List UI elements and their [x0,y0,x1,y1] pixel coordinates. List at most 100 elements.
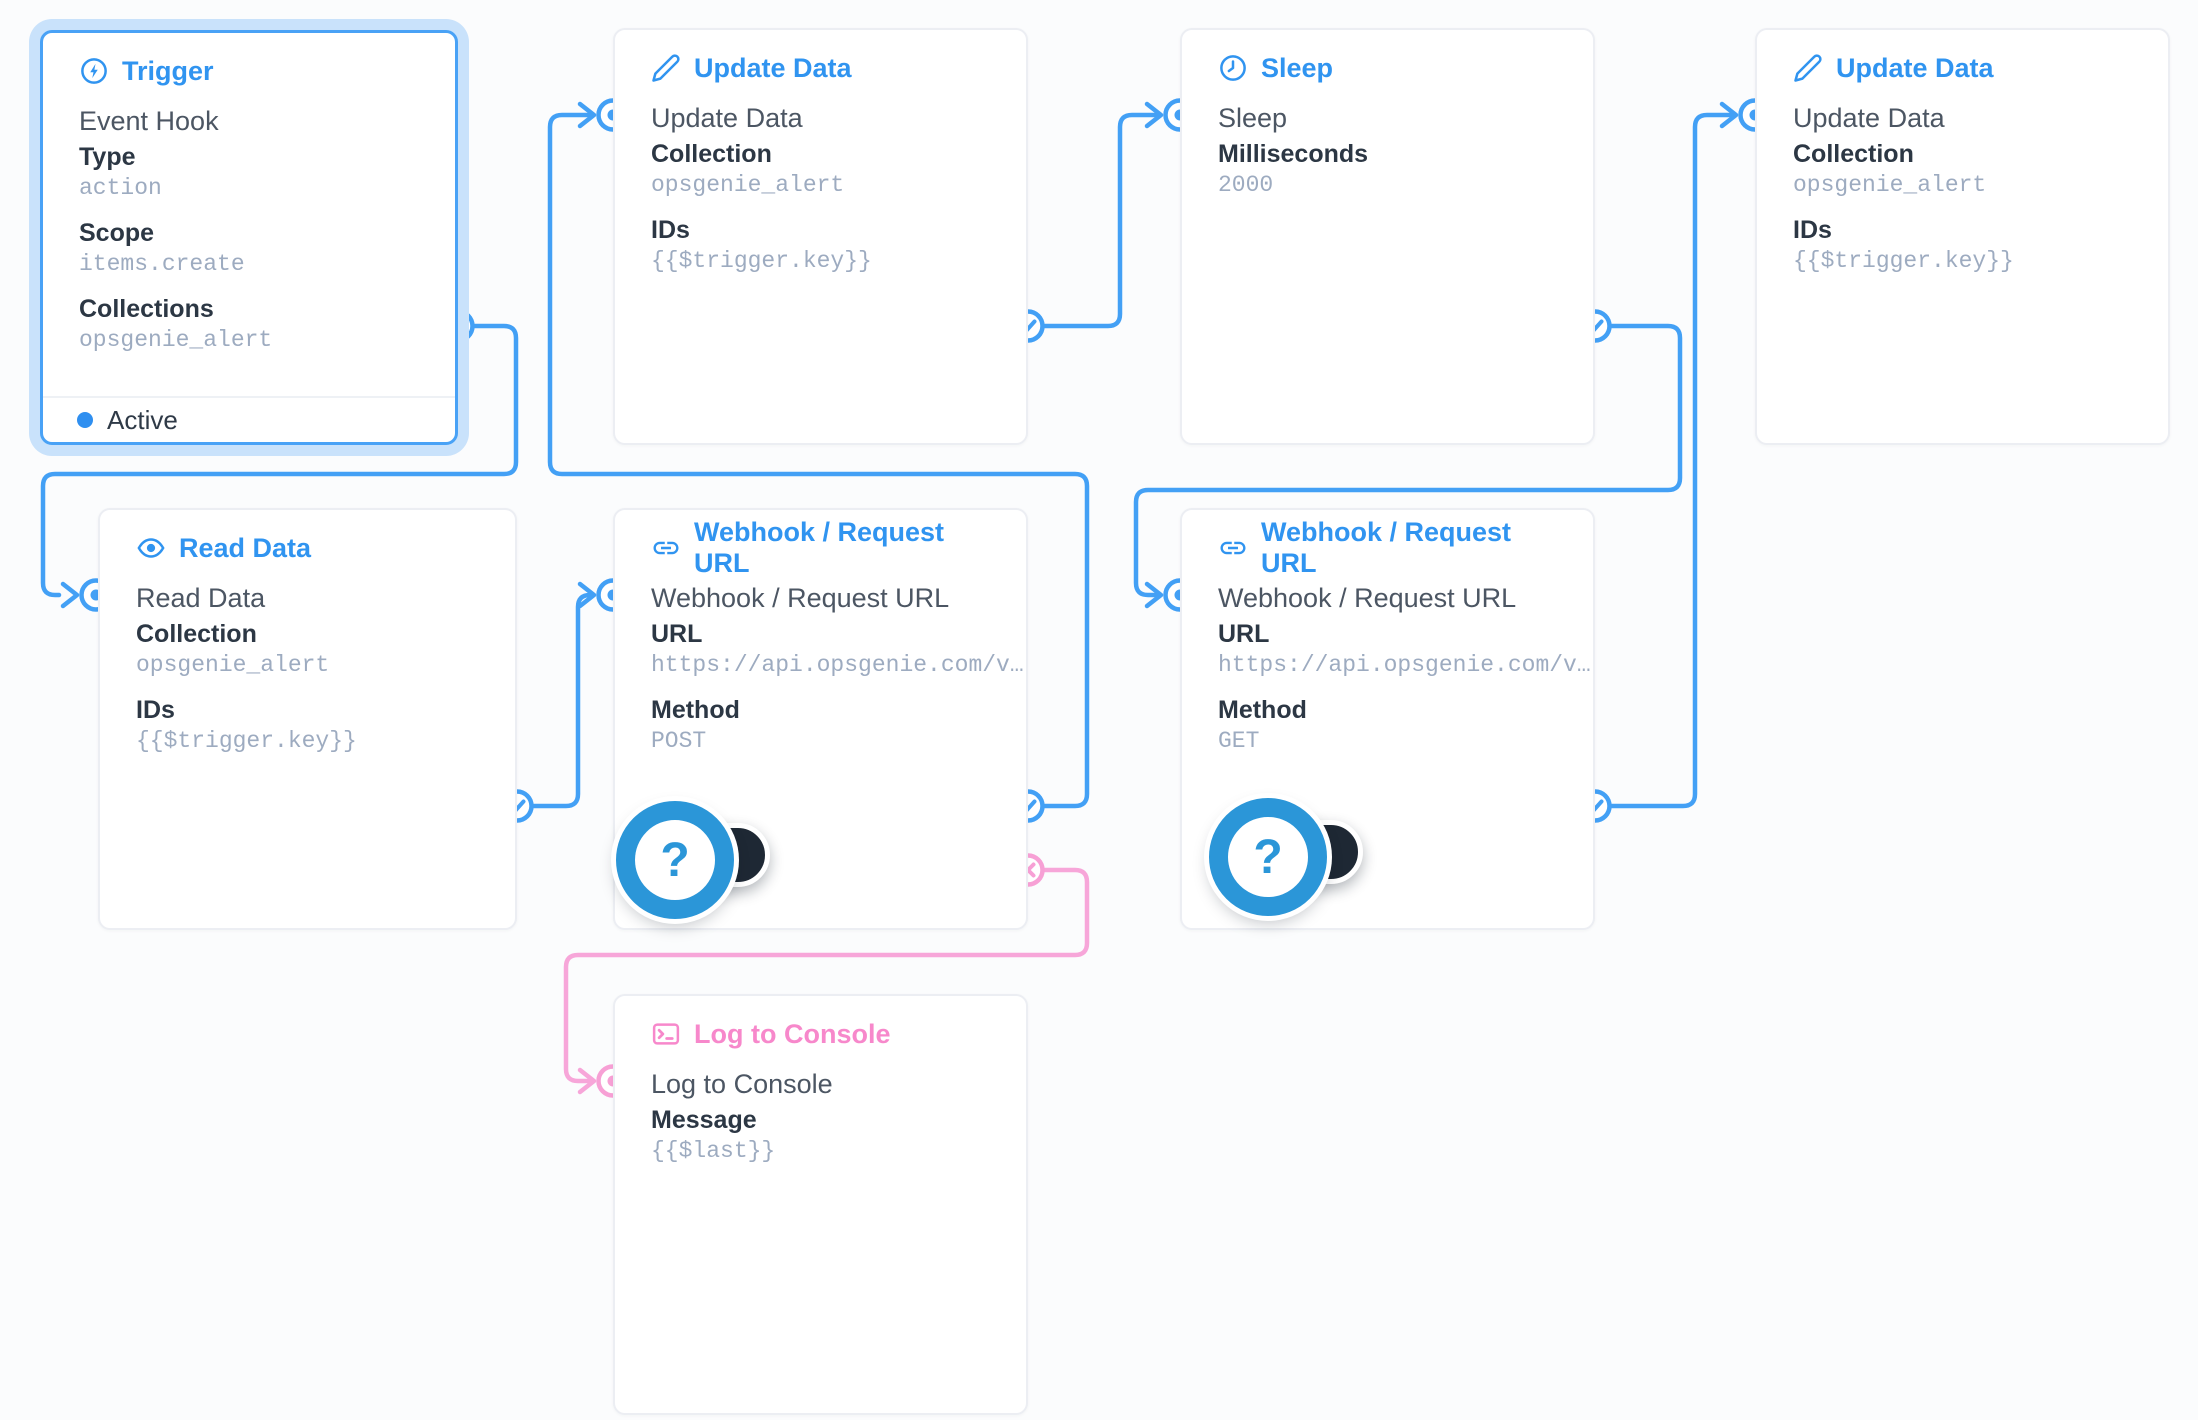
operation-count-badge-2[interactable]: 2 ? [1209,798,1363,916]
field-value: {{$trigger.key}} [1793,248,2014,274]
node-title-row: Sleep [1218,50,1557,86]
field-value: opsgenie_alert [1793,172,1987,198]
zap-circle-icon [79,56,109,86]
node-read-data[interactable]: Read Data Read Data Collection opsgenie_… [98,508,517,930]
field-label: IDs [136,696,175,724]
edge-arrowhead [1144,581,1164,609]
operation-count-badge-1[interactable]: 1 ? [616,801,770,919]
field: Scope items.create [79,217,419,280]
field: Message {{$last}} [651,1104,990,1167]
eye-icon [136,533,166,563]
field-label: Scope [79,219,155,247]
link-icon [651,533,681,563]
node-title: Update Data [1836,52,1994,83]
field-label: Milliseconds [1218,140,1369,168]
edge-arrowhead [577,581,597,609]
node-title-row: Trigger [79,53,419,89]
field: Milliseconds 2000 [1218,138,1557,201]
node-update-data-1[interactable]: Update Data Update Data Collection opsge… [613,28,1028,445]
trigger-status-row: Active [43,396,455,442]
field-label: Collection [651,140,772,168]
node-title: Webhook / Request URL [694,517,945,578]
node-title-row: Log to Console [651,1016,990,1052]
node-title-row: Webhook / Request URL [651,517,990,578]
field-value: opsgenie_alert [136,652,330,678]
node-name: Event Hook [79,106,219,136]
pencil-icon [1793,53,1823,83]
field-value: https://api.opsgenie.com/v… [1218,652,1591,678]
field-value: https://api.opsgenie.com/v… [651,652,1024,678]
edge-arrowhead [60,581,80,609]
node-title: Trigger [122,55,214,86]
node-name: Read Data [136,583,266,613]
field: Collection opsgenie_alert [651,138,990,201]
node-update-data-2[interactable]: Update Data Update Data Collection opsge… [1755,28,2170,445]
edge-arrowhead [577,1067,597,1095]
edge-update-data-1-to-sleep [1025,112,1162,329]
field: URL https://api.opsgenie.com/v… [1218,618,1591,681]
node-log-to-console[interactable]: Log to Console Log to Console Message {{… [613,994,1028,1415]
edge-arrowhead [1719,101,1739,129]
node-webhook-2[interactable]: Webhook / Request URL Webhook / Request … [1180,508,1595,930]
node-title: Read Data [179,532,312,563]
pencil-icon [651,53,681,83]
field: Collection opsgenie_alert [136,618,479,681]
edge-arrowhead [1144,101,1164,129]
field-label: Method [651,696,740,724]
node-title-row: Update Data [651,50,990,86]
field-value: {{$trigger.key}} [136,728,357,754]
field-label: IDs [651,216,690,244]
field-label: URL [651,620,703,648]
field-value: items.create [79,251,245,277]
field-label: IDs [1793,216,1832,244]
field: Collections opsgenie_alert [79,293,419,356]
node-name: Update Data [1793,103,1945,133]
node-name: Log to Console [651,1069,833,1099]
terminal-icon [651,1019,681,1049]
field-value: {{$last}} [651,1138,776,1164]
field: Method GET [1218,694,1557,757]
active-status-dot [77,412,93,428]
field-value: POST [651,728,707,754]
node-name: Sleep [1218,103,1288,133]
edge-trigger-to-read-data [40,323,519,598]
edge-webhook-2-to-update-data-2 [1592,112,1737,809]
field: URL https://api.opsgenie.com/v… [651,618,1024,681]
node-name: Update Data [651,103,803,133]
question-mark-icon[interactable]: ? [1209,798,1327,916]
node-title-row: Webhook / Request URL [1218,517,1557,578]
node-title-row: Read Data [136,530,479,566]
field-label: Type [79,143,136,171]
field-label: Method [1218,696,1307,724]
edge-webhook-1-reject-to-log [563,867,1090,1084]
node-title: Sleep [1261,52,1334,83]
field: Method POST [651,694,990,757]
node-title: Log to Console [694,1018,891,1049]
node-title-row: Update Data [1793,50,2132,86]
node-trigger[interactable]: Trigger Event Hook Type action Scope ite… [40,30,458,445]
node-title: Webhook / Request URL [1261,517,1512,578]
field: Collection opsgenie_alert [1793,138,2132,201]
field-value: {{$trigger.key}} [651,248,872,274]
field: IDs {{$trigger.key}} [136,694,479,757]
field: IDs {{$trigger.key}} [1793,214,2132,277]
field-label: URL [1218,620,1270,648]
field: IDs {{$trigger.key}} [651,214,990,277]
field-label: Collections [79,295,214,323]
question-mark-icon[interactable]: ? [616,801,734,919]
edge-webhook-1-to-update-data-1 [547,112,1090,809]
edge-arrowhead [577,101,597,129]
field-value: GET [1218,728,1260,754]
node-sleep[interactable]: Sleep Sleep Milliseconds 2000 [1180,28,1595,445]
node-title: Update Data [694,52,852,83]
edge-read-data-to-webhook-1 [514,592,595,809]
link-icon [1218,533,1248,563]
clock-icon [1218,53,1248,83]
edge-sleep-to-webhook-2 [1133,323,1683,598]
field-label: Collection [136,620,257,648]
field-value: 2000 [1218,172,1274,198]
status-badge: Active [107,404,178,435]
node-name: Webhook / Request URL [1218,583,1517,613]
